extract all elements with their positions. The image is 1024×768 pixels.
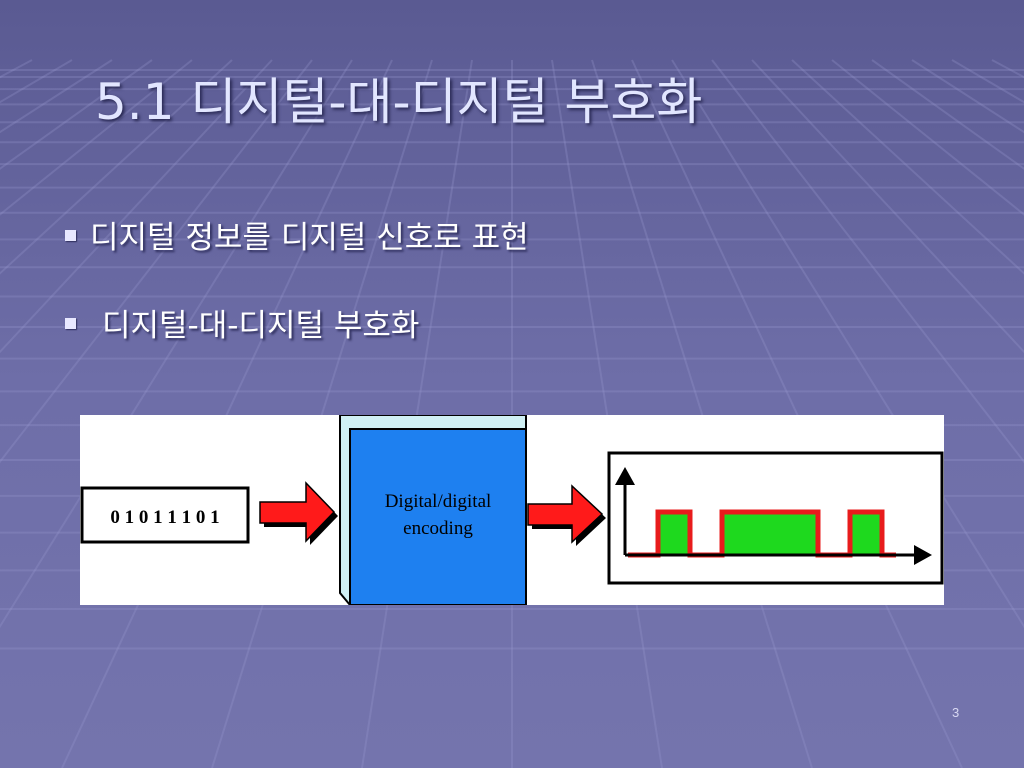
encoder-label-line2: encoding (403, 518, 473, 539)
right-arrow-icon (527, 484, 604, 544)
bullet-item: 디지털 정보를 디지털 신호로 표현 (65, 212, 529, 257)
grid-line (631, 59, 963, 768)
grid-line (0, 59, 233, 275)
slide-number: 3 (952, 705, 960, 720)
square-bullet-icon (65, 318, 76, 329)
signal-pulse (722, 512, 754, 555)
encoder-box (349, 428, 527, 605)
grid-line (591, 59, 813, 768)
grid-line (0, 59, 273, 354)
signal-pulse (786, 512, 818, 555)
grid-line (831, 59, 1024, 216)
square-bullet-icon (65, 230, 76, 241)
grid-line (671, 59, 1024, 629)
grid-line (791, 59, 1024, 275)
right-arrow-icon (259, 481, 336, 543)
input-bits-text: 0 1 0 1 1 1 0 1 (110, 507, 219, 528)
amplitude-axis-arrow-icon (615, 467, 635, 485)
grid-line (0, 59, 193, 216)
signal-pulse (754, 512, 786, 555)
grid-line (61, 59, 393, 768)
grid-line (551, 59, 663, 768)
grid-line (0, 59, 313, 464)
bullet-text: 디지털 정보를 디지털 신호로 표현 (90, 220, 529, 256)
bullet-text: 디지털-대-디지털 부호화 (102, 308, 420, 344)
signal-line (628, 509, 896, 558)
grid-line (0, 59, 353, 629)
bullet-item: 디지털-대-디지털 부호화 (65, 300, 419, 345)
grid-line (361, 59, 473, 768)
grid-line (211, 59, 433, 768)
encoder-label-line1: Digital/digital (385, 491, 492, 512)
time-axis-arrow-icon (914, 545, 932, 565)
input-bits-box (80, 486, 250, 544)
signal-pulse (850, 512, 882, 555)
grid-line (751, 59, 1024, 354)
encoding-diagram: 0 1 0 1 1 1 0 1 Digital/digital encoding (80, 415, 944, 605)
slide-title: 5.1 디지털-대-디지털 부호화 (95, 73, 703, 131)
digital-signal-waveform (628, 509, 896, 558)
signal-pulse (658, 512, 690, 555)
grid-line (711, 59, 1024, 464)
